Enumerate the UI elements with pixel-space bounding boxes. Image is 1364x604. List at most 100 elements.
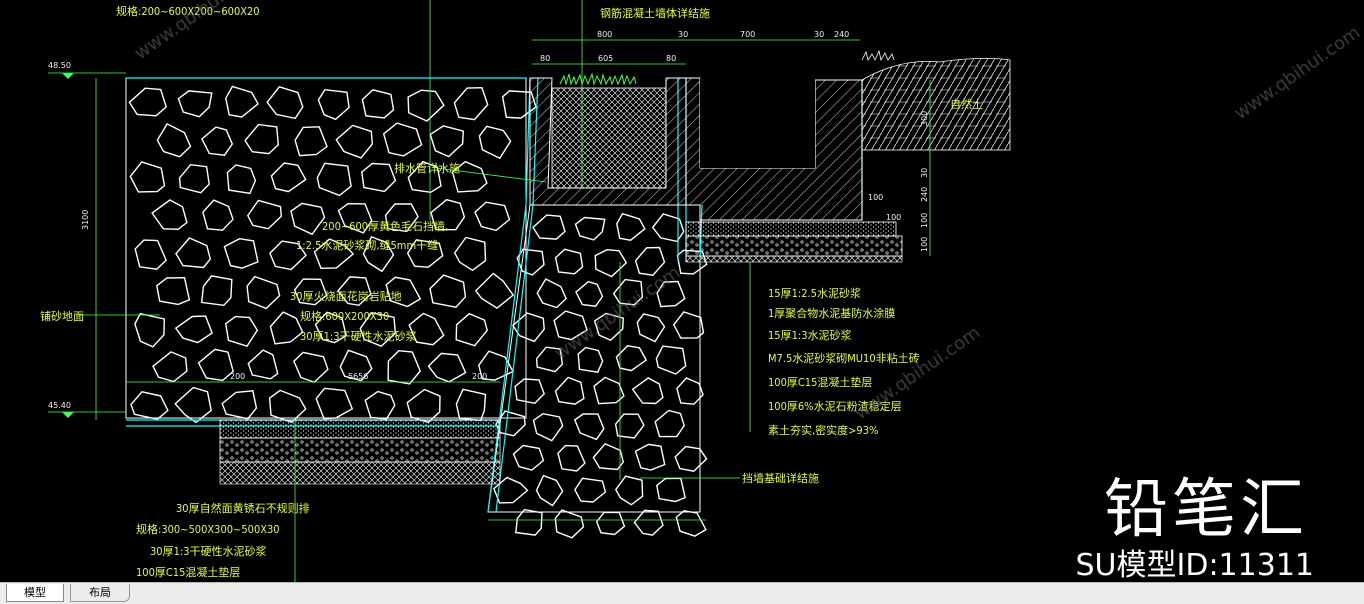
rubble-stone (554, 248, 584, 275)
rubble-stone (654, 409, 685, 438)
rubble-stone (493, 476, 529, 504)
rubble-stone (339, 349, 373, 382)
rubble-stone (269, 311, 304, 345)
rubble-stone (554, 376, 585, 405)
label-bottom-3: 30厚1:3干硬性水泥砂浆 (150, 544, 267, 558)
rubble-stone (156, 122, 192, 158)
tab-model[interactable]: 模型 (6, 584, 64, 602)
label-bottom-2: 规格:300~500X300~500X30 (136, 522, 280, 536)
rubble-stone (593, 312, 625, 342)
rubble-stone (362, 236, 395, 273)
rubble-stone (478, 350, 515, 381)
rubble-stone (451, 160, 488, 193)
rubble-stone (407, 89, 445, 122)
rubble-stone (512, 444, 545, 471)
planter-box (529, 72, 687, 206)
rubble-stone (656, 477, 686, 503)
rubble-stone (474, 272, 515, 309)
rubble-stone (226, 164, 257, 195)
rubble-stone (636, 313, 666, 343)
rubble-stone (453, 236, 487, 272)
rubble-stone (616, 212, 646, 241)
rubble-stone (535, 346, 564, 373)
rubble-stone (244, 123, 280, 155)
rubble-stone (594, 248, 628, 278)
label-spec-600: 规格:600X200X30 (300, 309, 389, 323)
rubble-stone (478, 125, 512, 160)
watermark-brand: 铅笔汇 (1104, 473, 1308, 547)
dim-r100b: 100 (920, 237, 929, 252)
rubble-stone (315, 387, 354, 420)
layer-label-0: 15厚1:2.5水泥砂浆 (768, 286, 861, 300)
rubble-stone (557, 444, 586, 472)
rubble-stone (672, 311, 705, 339)
rubble-stone (293, 278, 328, 306)
dim-605: 605 (598, 54, 613, 63)
rubble-stone (382, 122, 423, 157)
elevation-bottom: 45.40 (48, 401, 71, 410)
rubble-stone (453, 86, 489, 121)
dim-r100c: 100 (868, 193, 883, 202)
layer-label-5: 100厚6%水泥石粉渣稳定层 (768, 399, 902, 413)
rubble-stone (554, 509, 585, 539)
layer-label-6: 素土夯实,密实度>93% (768, 423, 878, 437)
rubble-stone (201, 126, 234, 156)
label-drain-pipe: 排水管详水施 (394, 161, 460, 175)
dim-r100d: 100 (886, 213, 901, 222)
dim-800: 800 (597, 30, 612, 39)
rubble-stone (515, 508, 543, 536)
layer-label-1: 1厚聚合物水泥基防水涂膜 (768, 306, 895, 320)
rubble-stone (130, 391, 169, 420)
rubble-stone (577, 346, 604, 373)
rubble-stone (337, 202, 373, 234)
stone-wall-lower (487, 204, 708, 539)
rubble-stone (634, 246, 666, 276)
elevation-markers (48, 72, 126, 418)
foundation-layers-bottom (219, 419, 501, 485)
rubble-stone (225, 85, 259, 118)
dim-80b: 80 (666, 54, 676, 63)
rubble-stone (593, 376, 625, 405)
tab-layout[interactable]: 布局 (70, 584, 130, 602)
rubble-stone (429, 274, 467, 308)
label-bottom-1: 30厚自然面黄锈石不规则排 (176, 501, 310, 515)
rubble-stone (474, 201, 511, 232)
stone-wall-left (125, 77, 537, 424)
rubble-stone (174, 315, 213, 344)
rubble-stone (335, 124, 374, 159)
rubble-stone (151, 199, 188, 231)
rubble-stone (221, 390, 258, 420)
rubble-stone (614, 475, 644, 506)
rubble-stone (361, 162, 397, 193)
rubble-stone (553, 310, 588, 341)
label-bottom-4: 100厚C15混凝土垫层 (136, 565, 240, 579)
dimension-lines (78, 0, 931, 582)
layer-label-3: M7.5水泥砂浆砌MU10非粘土砖 (768, 351, 920, 365)
foundation-layers-right (685, 221, 903, 263)
rubble-stone (408, 312, 445, 346)
rubble-stone (268, 389, 307, 423)
rubble-stone (595, 511, 626, 536)
dim-240: 240 (834, 30, 849, 39)
label-ground: 铺砂地面 (40, 310, 84, 323)
water-channel (685, 77, 863, 221)
rubble-stone (407, 160, 442, 194)
label-stone-veneer: 200~600厚黄色毛石挡墙, (322, 219, 448, 233)
rubble-stone (612, 278, 644, 306)
dim-r240: 240 (920, 187, 929, 202)
dim-3100: 3100 (81, 210, 90, 230)
cad-drawing-canvas[interactable]: 规格:200~600X200~600X20 钢筋混凝土墙体详结施 排水管详水施 … (0, 0, 1364, 582)
rubble-stone (516, 248, 545, 276)
rubble-stone (202, 199, 234, 231)
rubble-stone (676, 377, 704, 405)
rubble-stone (294, 126, 328, 157)
rubble-stone (317, 88, 350, 121)
rubble-stone (175, 237, 212, 269)
rubble-stone (674, 445, 708, 472)
layer-label-4: 100厚C15混凝土垫层 (768, 375, 872, 389)
watermark-id: SU模型ID:11311 (1075, 548, 1315, 583)
dim-5656: 5656 (348, 372, 368, 381)
watermark-url-4: www.qbihui.com (1231, 22, 1364, 124)
label-spec-top: 规格:200~600X200~600X20 (116, 4, 260, 18)
rubble-stone (293, 351, 329, 383)
